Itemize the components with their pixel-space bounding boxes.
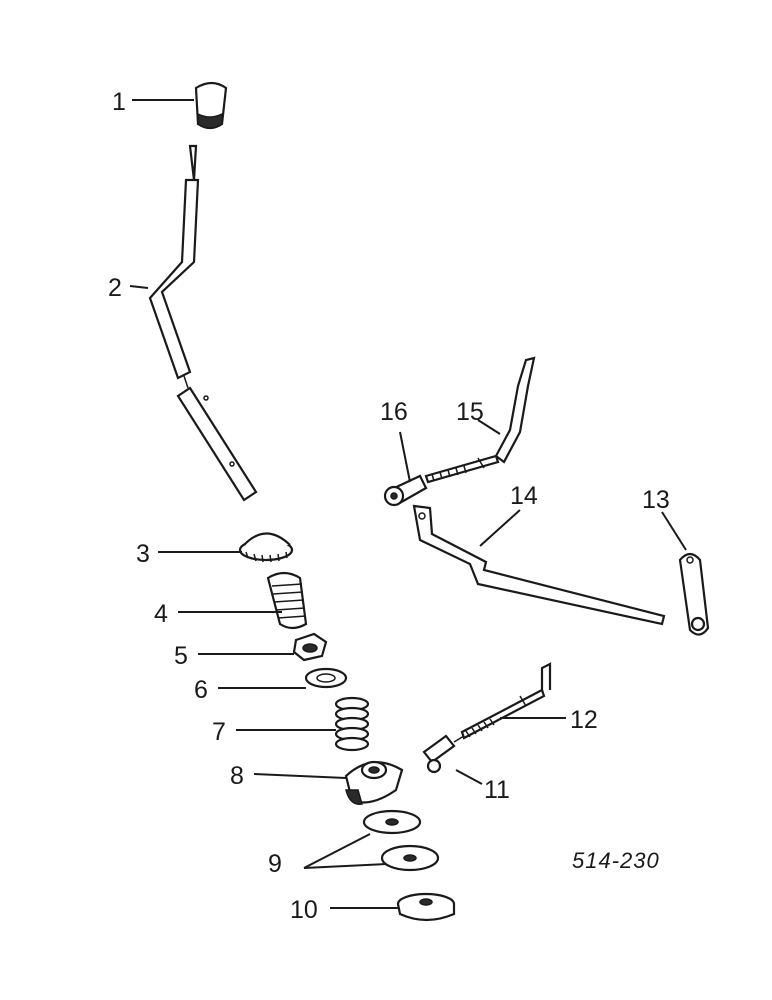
part-9-discs (362, 809, 440, 872)
callout-9: 9 (268, 850, 282, 878)
callout-13: 13 (642, 486, 670, 514)
callout-11: 11 (484, 776, 510, 804)
callout-2: 2 (108, 274, 122, 302)
part-7-spring (334, 696, 370, 752)
part-3-cap (238, 532, 294, 563)
part-1-knob (194, 81, 228, 130)
callout-labels: 1 2 3 4 5 6 7 8 9 10 11 12 13 14 15 16 5… (108, 88, 670, 924)
callout-8: 8 (230, 762, 244, 790)
callout-6: 6 (194, 676, 208, 704)
callout-15: 15 (456, 398, 484, 426)
part-2-shift-lever (148, 144, 258, 502)
callout-12: 12 (570, 706, 598, 734)
part-5-nut (292, 632, 328, 662)
callout-4: 4 (154, 600, 168, 628)
part-8-pivot-housing (344, 760, 404, 805)
callout-3: 3 (136, 540, 150, 568)
callout-7: 7 (212, 718, 226, 746)
reference-number: 514-230 (572, 848, 660, 873)
part-15-linkage-rod (424, 356, 536, 484)
callout-14: 14 (510, 482, 538, 510)
callout-10: 10 (290, 896, 318, 924)
part-6-washer (304, 667, 348, 689)
leader-lines (129, 99, 687, 909)
part-13-crank-arm (678, 552, 710, 636)
part-14-cross-shaft (412, 504, 666, 626)
part-12-threaded-rod (460, 662, 552, 740)
part-11-clevis (422, 734, 465, 774)
part-4-bellows (266, 571, 308, 630)
part-10-base-cap (396, 892, 456, 922)
callout-5: 5 (174, 642, 188, 670)
callout-1: 1 (112, 88, 126, 116)
callout-16: 16 (380, 398, 408, 426)
part-16-rod-end (383, 474, 428, 507)
